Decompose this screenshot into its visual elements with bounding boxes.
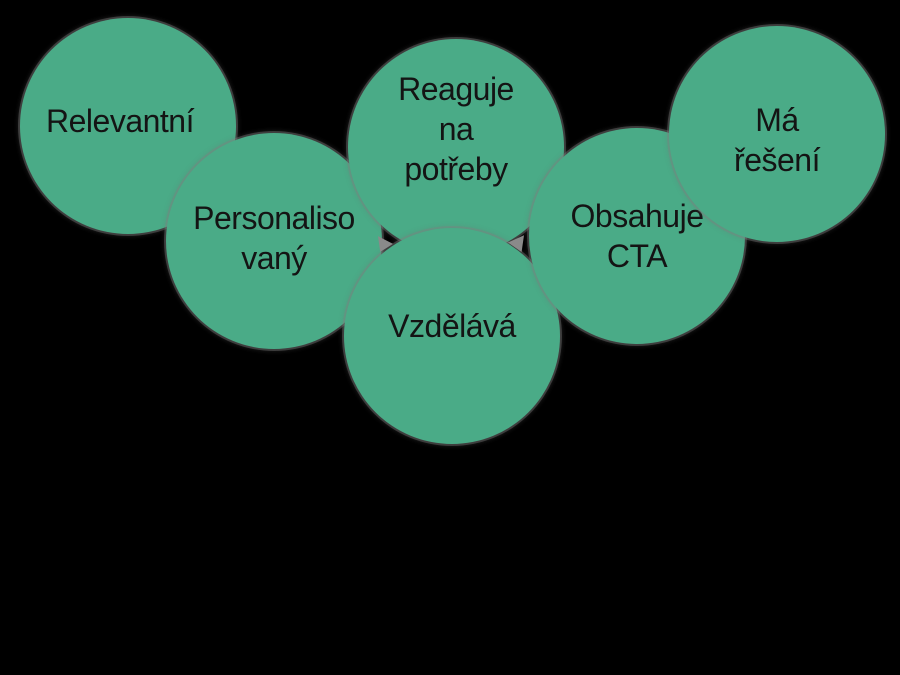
- bubble-relevantni: Relevantní: [20, 18, 236, 234]
- bubble-reaguje-na-potreby-label: Reaguje na potřeby: [398, 71, 514, 187]
- bubble-ma-reseni-label: Má řešení: [734, 102, 820, 178]
- bubble-vzdelava-label: Vzdělává: [388, 308, 516, 344]
- bubble-obsahuje-cta-label: Obsahuje CTA: [570, 198, 704, 274]
- bubble-vzdelava: Vzdělává: [344, 228, 560, 444]
- bubble-relevantni-label: Relevantní: [46, 103, 194, 139]
- bubble-ma-reseni: Má řešení: [669, 26, 885, 242]
- bubble-reaguje-na-potreby: Reaguje na potřeby: [348, 39, 564, 255]
- bubble-personalisovany-label: Personaliso vaný: [193, 200, 355, 276]
